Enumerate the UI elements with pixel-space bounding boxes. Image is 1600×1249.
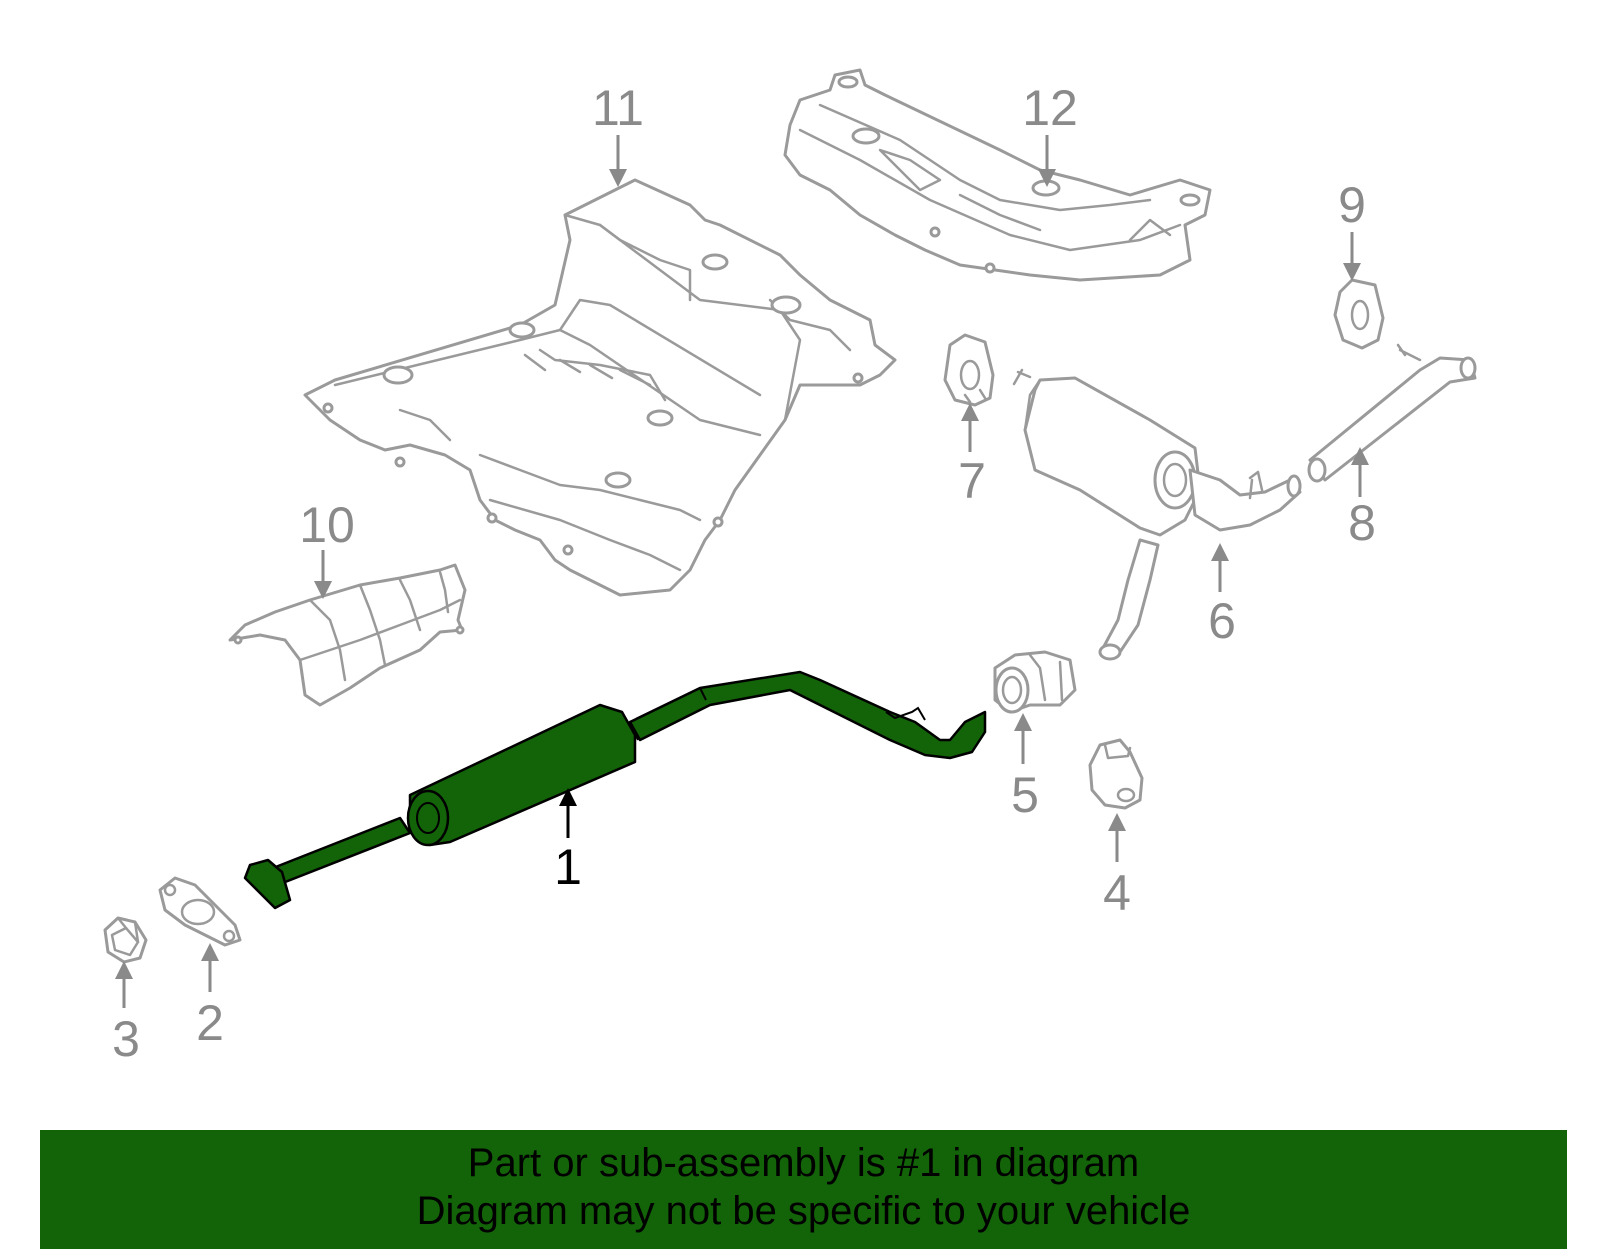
callout-1: 1 (554, 839, 582, 895)
part-2-gasket (158, 876, 242, 947)
callout-12: 12 (1022, 80, 1078, 136)
part-11-underbody-heat-shield (303, 178, 897, 597)
info-banner: Part or sub-assembly is #1 in diagram Di… (40, 1130, 1567, 1249)
part-1-muffler-assembly (243, 670, 987, 910)
callout-9: 9 (1338, 177, 1366, 233)
callout-2: 2 (196, 995, 224, 1051)
part-5-clamp (993, 650, 1077, 714)
callout-6: 6 (1208, 593, 1236, 649)
callout-3: 3 (112, 1011, 140, 1067)
callout-5: 5 (1011, 767, 1039, 823)
exhaust-parts-diagram: 11 12 9 7 8 10 6 5 4 2 3 1 (103, 68, 1477, 1067)
callout-8: 8 (1348, 495, 1376, 551)
callout-4: 4 (1103, 865, 1131, 921)
banner-part-note: Part or sub-assembly is #1 in diagram (467, 1141, 1140, 1185)
part-10-heat-shield (228, 563, 467, 707)
part-4-rubber-hanger (1088, 738, 1144, 810)
banner-disclaimer: Diagram may not be specific to your vehi… (416, 1189, 1191, 1233)
part-8-pipe (1307, 343, 1477, 483)
part-7-hanger-bracket (943, 333, 995, 407)
callout-7: 7 (958, 453, 986, 509)
callout-10: 10 (299, 497, 355, 553)
part-6-rear-muffler (1012, 368, 1302, 661)
part-9-rubber-hanger (1333, 278, 1385, 350)
part-3-nut (103, 916, 148, 964)
callout-11: 11 (592, 80, 644, 136)
part-12-rear-heat-shield (783, 68, 1212, 282)
